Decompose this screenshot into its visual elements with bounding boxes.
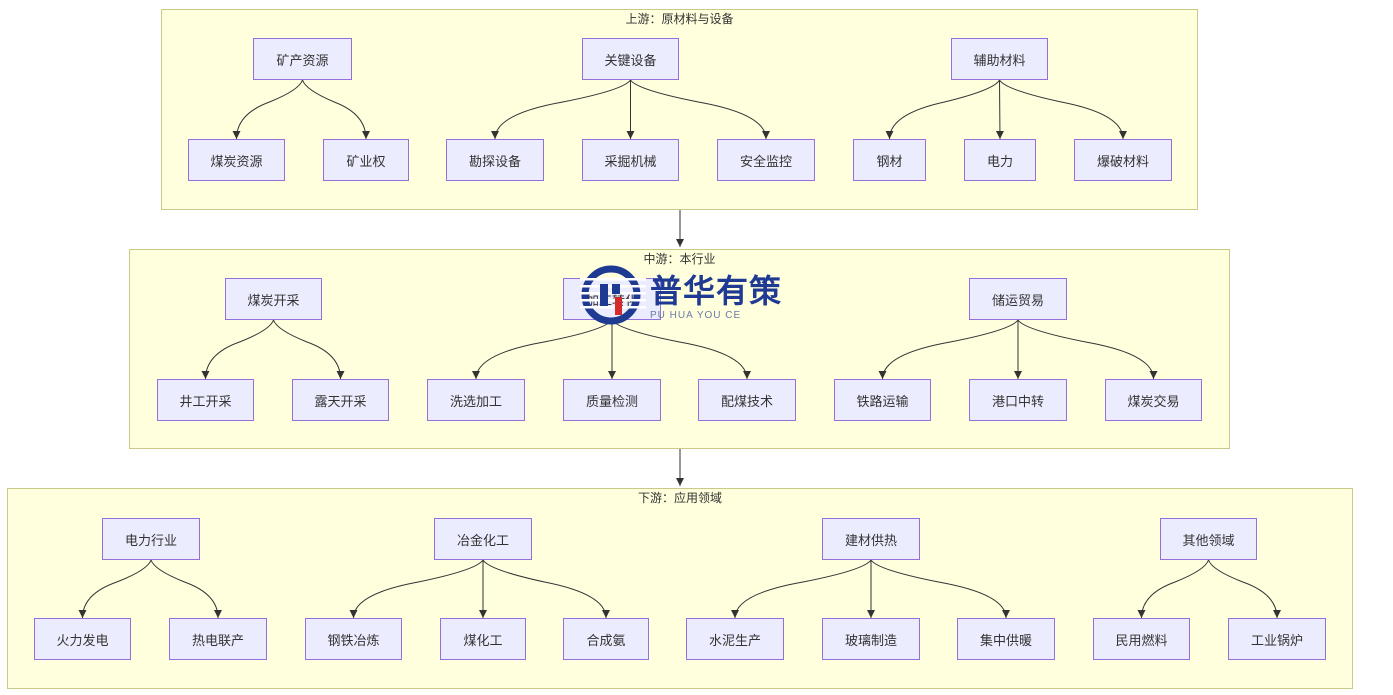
watermark-subtext: PU HUA YOU CE [650, 310, 742, 321]
node-metallurgy-chemical[interactable]: 冶金化工 [434, 518, 532, 560]
node-mineral-resources[interactable]: 矿产资源 [253, 38, 352, 80]
node-civil-fuel[interactable]: 民用燃料 [1093, 618, 1190, 660]
node-open-pit-mining[interactable]: 露天开采 [292, 379, 389, 421]
node-cement-production[interactable]: 水泥生产 [686, 618, 784, 660]
node-central-heating[interactable]: 集中供暖 [957, 618, 1055, 660]
node-cogeneration[interactable]: 热电联产 [169, 618, 267, 660]
node-blasting-materials[interactable]: 爆破材料 [1074, 139, 1172, 181]
section-title-downstream: 下游：应用领域 [637, 491, 722, 505]
watermark: 普华有策 PU HUA YOU CE [580, 264, 800, 326]
node-other-fields[interactable]: 其他领域 [1160, 518, 1257, 560]
node-building-heating[interactable]: 建材供热 [822, 518, 920, 560]
node-coal-blending[interactable]: 配煤技术 [698, 379, 796, 421]
node-washing-processing[interactable]: 洗选加工 [427, 379, 525, 421]
node-underground-mining[interactable]: 井工开采 [157, 379, 254, 421]
node-mining-rights[interactable]: 矿业权 [323, 139, 409, 181]
node-safety-monitoring[interactable]: 安全监控 [717, 139, 815, 181]
node-synthetic-ammonia[interactable]: 合成氨 [563, 618, 649, 660]
node-exploration-equipment[interactable]: 勘探设备 [446, 139, 544, 181]
node-steel[interactable]: 钢材 [853, 139, 926, 181]
section-title-midstream: 中游：本行业 [643, 252, 716, 266]
node-key-equipment[interactable]: 关键设备 [582, 38, 679, 80]
node-coal-trading[interactable]: 煤炭交易 [1105, 379, 1202, 421]
node-mining-machinery[interactable]: 采掘机械 [582, 139, 679, 181]
node-auxiliary-materials[interactable]: 辅助材料 [951, 38, 1048, 80]
node-port-transfer[interactable]: 港口中转 [969, 379, 1067, 421]
watermark-text: 普华有策 [650, 272, 783, 310]
node-glass-manufacturing[interactable]: 玻璃制造 [822, 618, 920, 660]
node-thermal-power[interactable]: 火力发电 [34, 618, 131, 660]
section-title-upstream: 上游：原材料与设备 [625, 12, 734, 26]
node-industrial-boiler[interactable]: 工业锅炉 [1228, 618, 1326, 660]
node-coal-mining[interactable]: 煤炭开采 [225, 278, 322, 320]
node-rail-transport[interactable]: 铁路运输 [834, 379, 931, 421]
node-quality-inspection[interactable]: 质量检测 [563, 379, 661, 421]
node-storage-trade[interactable]: 储运贸易 [969, 278, 1067, 320]
node-electricity[interactable]: 电力 [964, 139, 1036, 181]
watermark-logo-icon [580, 265, 646, 325]
node-coal-chemical[interactable]: 煤化工 [440, 618, 526, 660]
node-coal-resources[interactable]: 煤炭资源 [188, 139, 285, 181]
node-steel-smelting[interactable]: 钢铁冶炼 [305, 618, 402, 660]
node-power-industry[interactable]: 电力行业 [102, 518, 200, 560]
